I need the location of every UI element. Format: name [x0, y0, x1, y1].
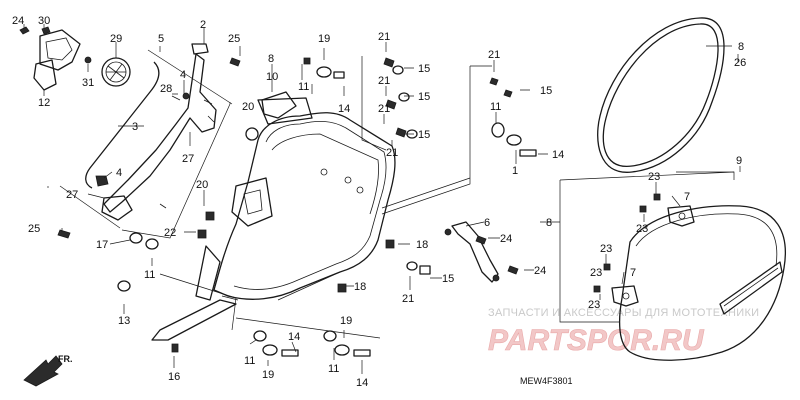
- group-bracket-line: [47, 49, 233, 239]
- callout: 24: [500, 233, 512, 245]
- callout: 10: [266, 71, 278, 83]
- callout: 23: [588, 299, 600, 311]
- callout: 13: [118, 315, 130, 327]
- callout: 9: [736, 155, 742, 167]
- callout: 21: [402, 293, 414, 305]
- callout: 21: [378, 31, 390, 43]
- callout: 8: [546, 217, 552, 229]
- watermark-text: ЗАПЧАСТИ И АКСЕССУАРЫ ДЛЯ МОТОТЕХНИКИ: [488, 307, 759, 319]
- saddlebag-case-part: [151, 97, 396, 341]
- callout: 3: [132, 121, 138, 133]
- callout: 21: [386, 147, 398, 159]
- lower-fastener-part: [117, 211, 431, 357]
- emblem-disc-part: [101, 57, 131, 87]
- callout: 23: [648, 171, 660, 183]
- callout: 17: [96, 239, 108, 251]
- callout: 19: [340, 315, 352, 327]
- callout: 11: [328, 363, 339, 375]
- callout-labels: 24 30 29 31 12 5 2 25 4 28 3 27 4 27 25 …: [12, 15, 746, 389]
- washer-part: [245, 127, 259, 141]
- diagram-code: MEW4F3801: [520, 376, 573, 386]
- lid-hinge-part: [593, 193, 695, 307]
- callout: 7: [630, 267, 636, 279]
- front-label: FR.: [58, 354, 73, 364]
- callout: 15: [418, 91, 430, 103]
- strap-part: [444, 221, 519, 283]
- lid-bracket-frame: [559, 171, 735, 323]
- callout: 2: [200, 19, 206, 31]
- callout: 25: [28, 223, 40, 235]
- callout: 12: [38, 97, 50, 109]
- callout: 15: [418, 129, 430, 141]
- callout: 21: [488, 49, 500, 61]
- fastener-stack-part: [303, 57, 537, 157]
- leader-lines: [23, 24, 741, 374]
- callout: 21: [378, 75, 390, 87]
- callout: 11: [298, 81, 309, 93]
- callout: 27: [66, 189, 78, 201]
- callout: 5: [158, 33, 164, 45]
- callout: 14: [552, 149, 564, 161]
- callout: 14: [288, 331, 300, 343]
- callout: 24: [534, 265, 546, 277]
- callout: 14: [338, 103, 350, 115]
- callout: 18: [416, 239, 428, 251]
- callout: 27: [182, 153, 194, 165]
- callout: 21: [378, 103, 390, 115]
- callout: 24: [12, 15, 24, 27]
- group-bracket-line: [159, 273, 381, 339]
- callout: 25: [228, 33, 240, 45]
- callout: 26: [734, 57, 746, 69]
- callout: 6: [484, 217, 490, 229]
- callout: 11: [144, 269, 155, 281]
- watermark-logo: PARTSPOR.RU: [488, 324, 705, 357]
- latch-bracket-part: [95, 43, 217, 221]
- callout: 4: [180, 69, 186, 81]
- callout: 30: [38, 15, 50, 27]
- callout: 16: [168, 371, 180, 383]
- callout: 15: [418, 63, 430, 75]
- cable-part: [85, 61, 160, 189]
- seal-gasket-part: [597, 17, 725, 173]
- gasket-part: [261, 91, 297, 119]
- callout: 7: [684, 191, 690, 203]
- callout: 23: [590, 267, 602, 279]
- callout: 18: [354, 281, 366, 293]
- callout: 11: [244, 355, 255, 367]
- bolt-part: [57, 57, 241, 239]
- callout: 19: [262, 369, 274, 381]
- front-direction-arrow: FR.: [23, 354, 73, 387]
- saddlebag-lid-part: [618, 205, 786, 361]
- callout: 8: [268, 53, 274, 65]
- callout: 29: [110, 33, 122, 45]
- latch-cover-part: [33, 29, 81, 91]
- callout: 4: [116, 167, 122, 179]
- callout: 22: [164, 227, 176, 239]
- callout: 23: [636, 223, 648, 235]
- callout: 8: [738, 41, 744, 53]
- callout: 23: [600, 243, 612, 255]
- callout: 1: [512, 165, 518, 177]
- callout: 15: [442, 273, 454, 285]
- callout: 19: [318, 33, 330, 45]
- callout: 31: [82, 77, 94, 89]
- callout: 20: [196, 179, 208, 191]
- callout: 28: [160, 83, 172, 95]
- group-bracket-line: [361, 56, 492, 215]
- callout: 11: [490, 101, 501, 113]
- callout: 20: [242, 101, 254, 113]
- callout: 14: [356, 377, 368, 389]
- callout: 15: [540, 85, 552, 97]
